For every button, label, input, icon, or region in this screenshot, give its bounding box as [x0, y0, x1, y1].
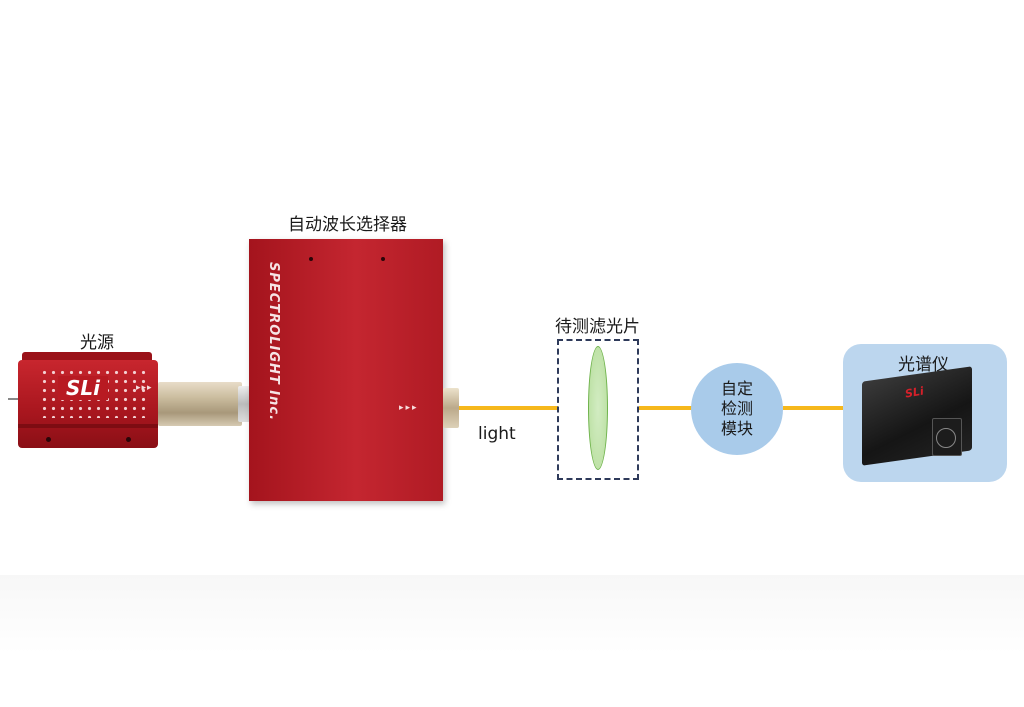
light-source-arrows: ▸▸▸: [136, 383, 153, 393]
detection-module: 自定 检测 模块: [691, 363, 783, 455]
light-source-logo: SLi: [58, 376, 108, 400]
light-source-top: [22, 352, 152, 362]
fiber-coupler-ring: [238, 386, 250, 422]
spectrometer-label: 光谱仪: [898, 355, 949, 375]
filter-label: 待测滤光片: [555, 317, 640, 337]
filter-dashed-box: [557, 339, 639, 480]
source-cable: [8, 398, 22, 400]
selector-brand-text: SPECTROLIGHT Inc.: [266, 262, 281, 422]
light-source-label: 光源: [80, 333, 114, 353]
wavelength-selector-label: 自动波长选择器: [288, 215, 407, 235]
spectrometer-fan-icon: [936, 428, 956, 448]
screw: [126, 437, 131, 442]
floor-shadow: [0, 575, 1024, 707]
mount-hole: [309, 257, 313, 261]
detection-module-label: 自定 检测 模块: [720, 379, 753, 438]
fiber-coupler: [158, 382, 242, 426]
light-source-band: [18, 424, 158, 428]
wavelength-selector-device: [249, 239, 443, 501]
selector-output-port: [443, 388, 459, 428]
beam-label: light: [478, 424, 516, 444]
mount-hole: [381, 257, 385, 261]
beam-filter-to-module: [639, 406, 692, 410]
filter-lens: [588, 346, 608, 470]
screw: [46, 437, 51, 442]
beam-selector-to-filter: [459, 406, 558, 410]
selector-arrows: ▸▸▸: [399, 403, 419, 413]
beam-module-to-spectrometer: [783, 406, 863, 410]
